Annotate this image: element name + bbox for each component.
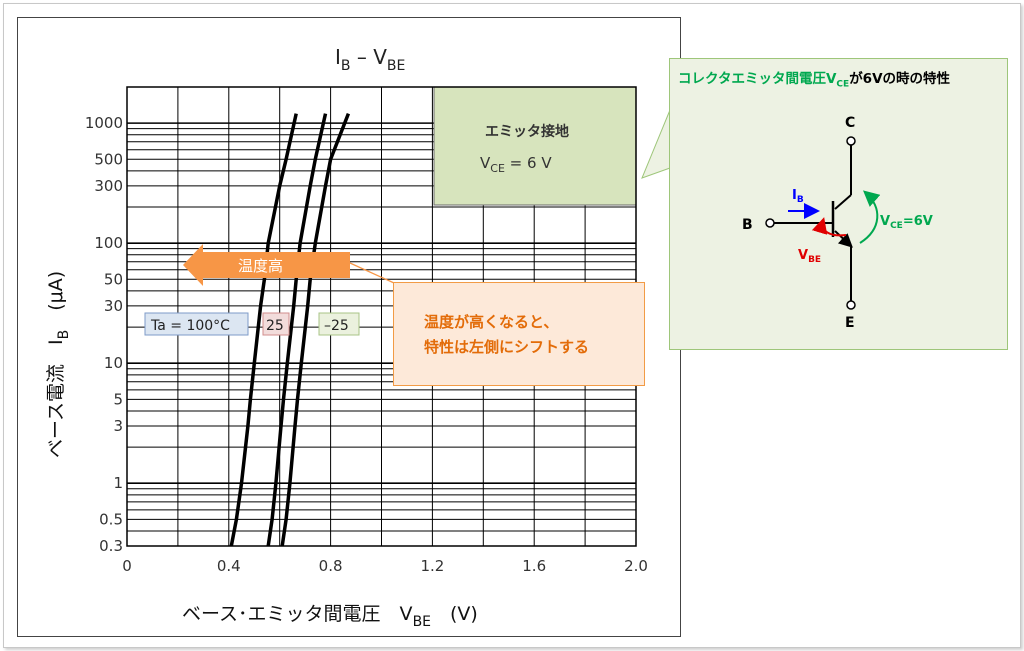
condition-line2: VCE = 6 V (480, 154, 552, 175)
y-tick-label: 0.5 (99, 510, 123, 528)
ib-vbe-chart: エミッタ接地 VCE = 6 V 0 0.4 0.8 1.2 1.6 2.0 0.3 0.5 1… (45, 45, 648, 630)
y-tick-label: 0.3 (99, 537, 123, 555)
tick-labels: 0 0.4 0.8 1.2 1.6 2.0 0.3 0.5 1 3 5 10 30 50 100 300 500… (85, 114, 648, 575)
transistor-circuit: C B E IB VBE VCE=6V (742, 115, 933, 331)
y-tick-label: 10 (104, 354, 123, 372)
y-tick-label: 500 (94, 150, 123, 168)
series-line-1 (266, 113, 328, 547)
terminal-e (846, 300, 856, 310)
terminal-c-label: C (845, 115, 855, 131)
chart-panel: エミッタ接地 VCE = 6 V 0 0.4 0.8 1.2 1.6 2.0 0.3 0.5 1… (17, 17, 681, 637)
curves (229, 112, 351, 547)
collector-diagonal (834, 194, 852, 210)
y-tick-label: 3 (113, 417, 123, 435)
condition-line1: エミッタ接地 (485, 123, 569, 140)
circuit-callout: コレクタエミッタ間電圧VCEが6Vの時の特性 C B E IB VBE VCE=… (669, 58, 1008, 350)
vbe-label: VBE (798, 248, 821, 265)
x-tick-label: 0 (122, 557, 132, 575)
terminal-c (846, 136, 856, 146)
y-tick-label: 5 (113, 390, 123, 408)
y-tick-label: 300 (94, 177, 123, 195)
note-line2: 特性は左側にシフトする (424, 338, 590, 356)
legend-25-label: 25 (266, 318, 284, 334)
y-tick-label: 50 (104, 270, 123, 288)
y-tick-label: 30 (104, 297, 123, 315)
temperature-arrow-label: 温度高 (238, 257, 283, 275)
vce-arrow (859, 190, 881, 244)
terminal-b-label: B (742, 217, 753, 233)
y-tick-label: 1000 (85, 114, 123, 132)
series-legend: Ta = 100°C 25 –25 (144, 312, 360, 336)
x-tick-label: 1.2 (420, 557, 444, 575)
x-tick-label: 0.8 (319, 557, 343, 575)
vbe-arrow (811, 217, 847, 237)
condition-box (433, 86, 637, 206)
legend-minus25-label: –25 (324, 318, 349, 334)
chart-title: IB – VBE (335, 45, 405, 74)
legend-minus25-box (318, 312, 360, 336)
y-tick-label: 100 (94, 234, 123, 252)
legend-100c-label: Ta = 100°C (150, 318, 230, 334)
callout-title: コレクタエミッタ間電圧VCEが6Vの時の特性 (678, 71, 951, 90)
series-line-2 (280, 112, 351, 547)
legend-100c-box (144, 312, 249, 336)
x-tick-label: 0.4 (217, 557, 241, 575)
x-axis-label: ベース･エミッタ間電圧 VBE (V) (182, 603, 478, 630)
temperature-note: 温度が高くなると、 特性は左側にシフトする (393, 282, 645, 386)
emitter-diagonal (834, 230, 853, 248)
temperature-arrow: 温度高 (183, 244, 350, 286)
legend-25-box (262, 312, 290, 336)
y-tick-label: 1 (113, 474, 123, 492)
y-axis-label: ベース電流 IB (μA) (45, 271, 72, 458)
note-pointer (349, 262, 395, 284)
terminal-e-label: E (845, 315, 855, 331)
series-line-0 (229, 113, 298, 547)
x-tick-label: 2.0 (624, 557, 648, 575)
temperature-arrow-shape (183, 244, 350, 286)
x-tick-label: 1.6 (522, 557, 546, 575)
ib-label: IB (792, 188, 804, 205)
note-line1: 温度が高くなると、 (424, 313, 559, 331)
vce-label: VCE=6V (880, 214, 933, 231)
terminal-b (765, 218, 775, 228)
